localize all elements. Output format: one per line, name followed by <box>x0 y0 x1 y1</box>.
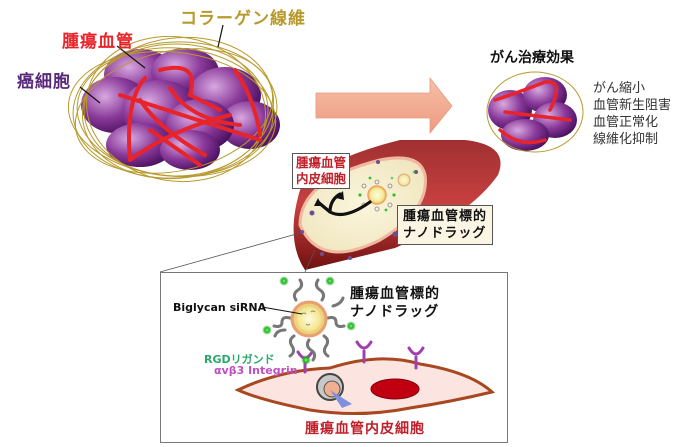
label-inset-endothelial-cell: 腫瘍血管内皮細胞 <box>305 421 425 437</box>
uptake-arrow <box>316 192 372 216</box>
label-integrin: αvβ3 Integrin <box>214 364 298 377</box>
inset-panel <box>160 272 508 443</box>
treated-tumor-illustration <box>486 71 584 153</box>
effect-item: がん縮小 <box>593 81 646 96</box>
label-treatment-effect: がん治療効果 <box>490 50 574 66</box>
leader-line-vessel <box>116 45 146 69</box>
cell-nucleus <box>370 378 420 400</box>
label-rgd-ligand: RGDリガンド <box>204 353 275 366</box>
label-tumor-vessel: 腫瘍血管 <box>62 32 134 52</box>
label-line: ナノドラッグ <box>403 226 487 241</box>
nanodrug-particle-far <box>390 170 416 187</box>
tumor-vessels <box>118 65 262 167</box>
label-box-nanodrug: 腫瘍血管標的 ナノドラッグ <box>397 205 494 245</box>
label-biglycan-sirna: Biglycan siRNA <box>173 301 267 314</box>
treatment-arrow <box>315 76 453 135</box>
tumor-illustration <box>67 24 280 183</box>
label-cancer-cell: 癌細胞 <box>17 72 71 92</box>
nanodrug-particle-small <box>358 176 396 212</box>
effect-item: 線維化抑制 <box>593 132 659 147</box>
callout-line-right <box>304 249 316 273</box>
label-line: ナノドラッグ <box>350 304 440 320</box>
endosome <box>316 373 352 408</box>
label-line: 腫瘍血管 <box>296 155 347 170</box>
label-line: 腫瘍血管標的 <box>403 209 488 224</box>
sirna-leader-line <box>261 306 303 315</box>
nanodrug-particle <box>262 276 356 365</box>
label-line: 腫瘍血管標的 <box>350 286 440 302</box>
effect-item: 血管正常化 <box>593 115 659 130</box>
label-box-endothelial-cell: 腫瘍血管 内皮細胞 <box>292 153 351 189</box>
leader-line-collagen <box>217 24 224 48</box>
leader-line-cell <box>79 86 101 104</box>
effect-item: 血管新生阻害 <box>593 98 672 113</box>
label-inset-nanodrug: 腫瘍血管標的 ナノドラッグ <box>350 285 440 321</box>
callout-line-left <box>159 232 301 273</box>
label-line: 内皮細胞 <box>296 171 347 186</box>
endothelial-cell <box>234 357 496 416</box>
effect-list: がん縮小 血管新生阻害 血管正常化 線維化抑制 <box>593 80 671 148</box>
label-collagen-fiber: コラーゲン線維 <box>180 9 306 29</box>
